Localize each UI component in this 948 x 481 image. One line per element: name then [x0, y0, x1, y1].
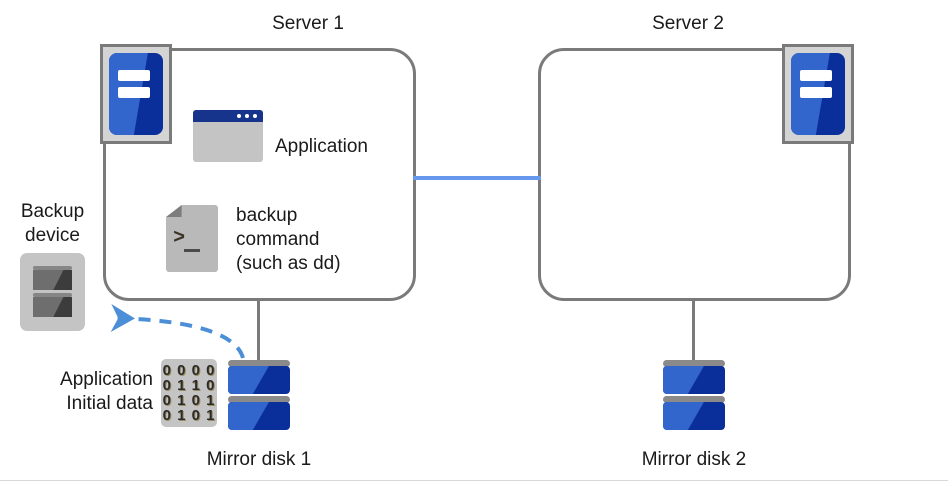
terminal-prompt-icon: > [173, 225, 185, 248]
server1-to-disk1-connector [257, 299, 260, 364]
server-led-bar-2 [799, 87, 833, 99]
mirror-disk-2-icon [663, 360, 725, 436]
backup-platter-2 [33, 297, 72, 317]
server2-to-disk2-connector [692, 299, 695, 364]
server1-machine-icon [100, 44, 172, 144]
disk-slab-2 [663, 402, 725, 430]
server-led-bar-2 [117, 87, 151, 99]
binary-row: 0 1 1 0 [162, 377, 216, 394]
mirror-disk-2-label: Mirror disk 2 [641, 449, 747, 470]
terminal-cursor-icon [183, 249, 201, 253]
binary-row: 0 1 0 1 [162, 407, 216, 424]
mirror-disk-1-icon [228, 360, 290, 436]
server-chassis-shape [109, 53, 163, 135]
server-chassis-shape [791, 53, 845, 135]
window-titlebar [193, 110, 263, 122]
backup-device-label-line1: Backup [20, 201, 85, 222]
disk-cap [228, 396, 290, 403]
disk-cap [228, 360, 290, 367]
server1-title: Server 1 [272, 13, 344, 34]
server2-machine-icon [782, 44, 854, 144]
server-interconnect-link [413, 176, 541, 180]
disk-slab-1 [663, 366, 725, 394]
backup-command-script-icon: > [166, 205, 218, 272]
window-dot-icon [237, 114, 241, 118]
backup-dataflow-arrow [110, 303, 245, 359]
server2-title: Server 2 [652, 13, 724, 34]
initial-data-label-line2: Initial data [66, 393, 153, 414]
binary-data-icon: 0 0 0 0 0 1 1 0 0 1 0 1 0 1 0 1 [161, 359, 217, 427]
disk-slab-2 [228, 402, 290, 430]
mirror-disk-1-label: Mirror disk 1 [206, 449, 312, 470]
window-dot-icon [245, 114, 249, 118]
binary-row: 0 0 0 0 [162, 362, 216, 379]
backup-device-label-line2: device [25, 225, 80, 246]
server-led-bar-1 [117, 70, 151, 81]
application-window-icon [193, 110, 263, 162]
server-led-bar-1 [799, 70, 833, 81]
backup-command-label-line2: command [236, 229, 320, 250]
backup-platter-cap [33, 293, 72, 297]
backup-platter-1 [33, 270, 72, 290]
window-dot-icon [253, 114, 257, 118]
disk-slab-1 [228, 366, 290, 394]
backup-device-icon [20, 253, 85, 331]
binary-row: 0 1 0 1 [162, 392, 216, 409]
disk-cap [663, 360, 725, 367]
backup-command-label-line1: backup [236, 205, 298, 226]
backup-platter-cap [33, 266, 72, 270]
initial-data-label-line1: Application [60, 369, 153, 390]
application-label: Application [275, 136, 368, 157]
backup-command-label-line3: (such as dd) [236, 253, 341, 274]
disk-cap [663, 396, 725, 403]
